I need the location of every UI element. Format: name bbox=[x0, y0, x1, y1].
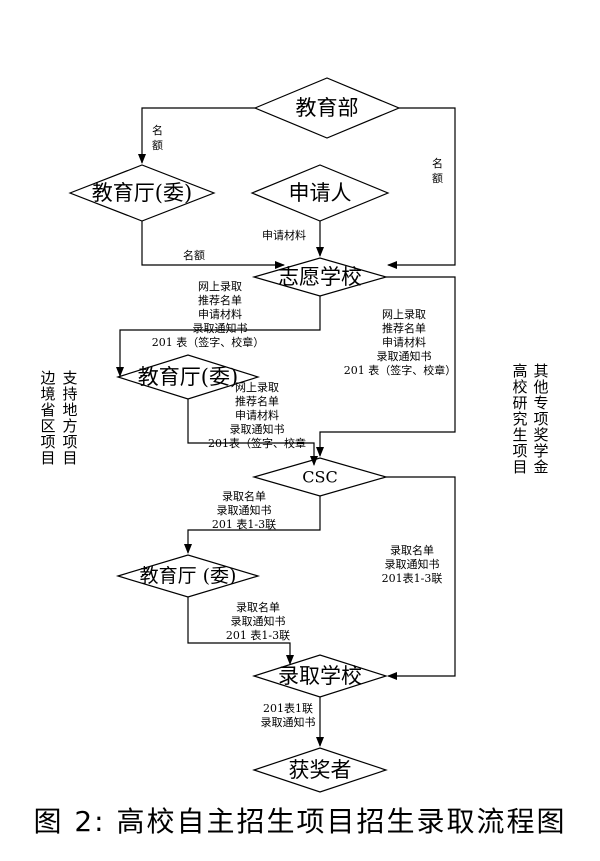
node-admit-school-label: 录取学校 bbox=[278, 664, 362, 688]
edge-label-school-csc-4: 录取通知书 bbox=[377, 349, 432, 363]
edge-school-to-dept bbox=[116, 296, 321, 377]
node-applicant-label: 申请人 bbox=[289, 181, 352, 205]
edge-moe-to-dept bbox=[138, 107, 255, 164]
edge-label-csc-dept-3: 201 表1-3联 bbox=[212, 517, 276, 531]
edge-label-dept-quota: 名额 bbox=[183, 248, 205, 262]
node-moe-label: 教育部 bbox=[296, 96, 359, 120]
edge-label-moe-school-1: 名 bbox=[432, 156, 443, 170]
edge-label-csc-admit-1: 录取名单 bbox=[390, 543, 434, 557]
edge-label-dept-csc-1: 网上录取 bbox=[235, 381, 279, 394]
edge-label-school-csc-1: 网上录取 bbox=[382, 308, 426, 321]
node-edu-dept-2-shape bbox=[115, 354, 261, 400]
edge-label-school-csc-5: 201 表（签字、校章） bbox=[344, 363, 457, 377]
node-edu-dept-1-shape bbox=[68, 164, 216, 222]
edge-label-dept-admit-3: 201 表1-3联 bbox=[226, 628, 290, 642]
node-awardee-label: 获奖者 bbox=[289, 758, 352, 782]
edge-label-school-dept-4: 录取通知书 bbox=[193, 321, 248, 335]
edge-label-moe-school-2: 额 bbox=[432, 172, 443, 185]
edge-label-applicant-materials: 申请材料 bbox=[262, 228, 306, 242]
node-edu-dept-3-shape bbox=[115, 554, 261, 598]
node-edu-dept-3-label: 教育厅 (委) bbox=[140, 565, 237, 587]
edge-label-admit-awardee-2: 录取通知书 bbox=[261, 715, 316, 729]
edge-dept-to-school bbox=[141, 221, 285, 269]
admission-flowchart: 教育部 教育厅(委) 申请人 志愿学校 教育厅(委) CSC 教育厅 (委) 录… bbox=[40, 77, 549, 793]
side-label-border-projects: 边境省区项目 bbox=[40, 369, 55, 467]
edge-label-school-dept-5: 201 表（签字、校章） bbox=[152, 335, 265, 349]
edge-label-dept-admit-2: 录取通知书 bbox=[231, 614, 286, 628]
edge-label-csc-dept-1: 录取名单 bbox=[222, 489, 266, 503]
side-label-grad-projects: 高校研究生项目 bbox=[512, 362, 527, 476]
edge-label-dept-csc-2: 推荐名单 bbox=[235, 394, 279, 408]
edge-csc-to-admit bbox=[386, 476, 456, 680]
edge-label-school-csc-3: 申请材料 bbox=[382, 335, 426, 349]
edge-label-dept-admit-1: 录取名单 bbox=[236, 600, 280, 614]
edge-label-dept-csc-5: 201表（签字、校章 bbox=[208, 436, 306, 450]
node-edu-dept-1-label: 教育厅(委) bbox=[92, 181, 192, 205]
edge-label-moe-dept-1: 名 bbox=[152, 123, 163, 137]
node-admit-school-shape bbox=[252, 654, 388, 698]
edge-label-school-csc-2: 推荐名单 bbox=[382, 321, 426, 335]
edge-csc-to-dept bbox=[184, 496, 321, 554]
node-edu-dept-2-label: 教育厅(委) bbox=[138, 365, 238, 389]
edge-moe-to-school bbox=[387, 107, 456, 269]
node-volunteer-school-label: 志愿学校 bbox=[278, 265, 362, 289]
edge-label-csc-admit-2: 录取通知书 bbox=[385, 557, 440, 571]
edge-label-school-dept-1: 网上录取 bbox=[198, 280, 242, 293]
side-label-special-scholarship: 其他专项奖学金 bbox=[533, 362, 548, 476]
edge-label-school-dept-3: 申请材料 bbox=[198, 307, 242, 321]
edge-label-school-dept-2: 推荐名单 bbox=[198, 293, 242, 307]
node-applicant-shape bbox=[250, 164, 390, 222]
figure-caption: 图 2: 高校自主招生项目招生录取流程图 bbox=[33, 805, 567, 838]
edge-school-to-csc bbox=[316, 276, 456, 457]
node-awardee-shape bbox=[252, 747, 388, 793]
edge-dept-to-csc bbox=[187, 399, 318, 466]
edge-label-csc-admit-3: 201表1-3联 bbox=[382, 571, 443, 585]
edge-label-dept-csc-4: 录取通知书 bbox=[230, 422, 285, 436]
node-csc-label: CSC bbox=[302, 468, 337, 487]
edge-dept-to-admit bbox=[187, 597, 294, 665]
edge-label-admit-awardee-1: 201表1联 bbox=[263, 701, 313, 715]
side-label-local-projects: 支持地方项目 bbox=[62, 369, 77, 467]
edge-label-csc-dept-2: 录取通知书 bbox=[217, 503, 272, 517]
edge-label-moe-dept-2: 额 bbox=[152, 139, 163, 152]
edge-label-dept-csc-3: 申请材料 bbox=[235, 408, 279, 422]
